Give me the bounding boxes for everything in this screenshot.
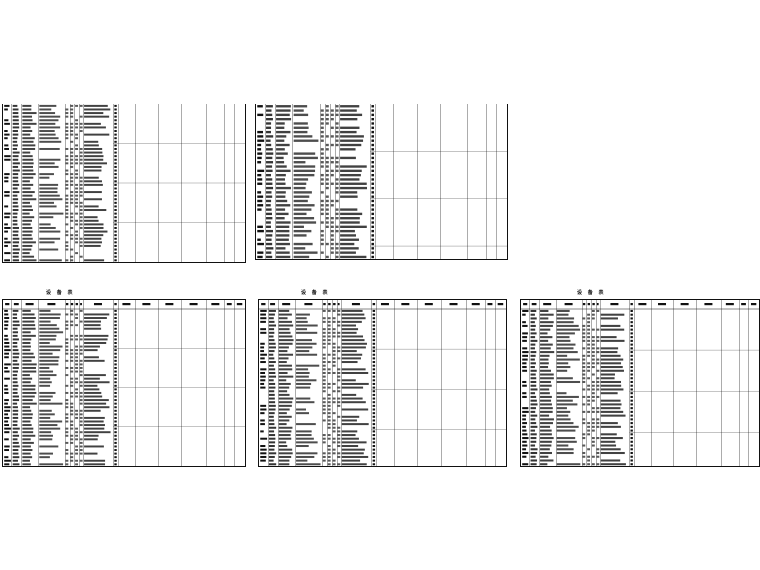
cell-text-marks: [4, 104, 117, 262]
grid-lines: [265, 104, 497, 259]
equipment-table-sheet-3: [2, 299, 246, 467]
cell-text-marks: [4, 309, 117, 466]
header-labels: [261, 303, 504, 306]
table-grid: [3, 300, 245, 466]
table-grid: [521, 300, 759, 466]
table-grid: [257, 104, 507, 259]
sheet-title: 设 备 表: [577, 290, 606, 296]
row-lines: [629, 349, 759, 433]
grid-lines: [521, 300, 759, 466]
grid-lines: [3, 300, 245, 466]
table-grid: [259, 300, 506, 466]
row-lines: [371, 349, 506, 430]
row-lines: [113, 143, 245, 223]
equipment-table-sheet-4: [258, 299, 507, 467]
cell-text-marks: [257, 105, 374, 259]
sheet-title: 设 备 表: [46, 290, 75, 296]
header-labels: [523, 303, 757, 306]
equipment-table-sheet-5: [520, 299, 760, 467]
table-grid: [4, 104, 245, 262]
row-lines: [370, 151, 507, 247]
row-lines: [113, 348, 245, 427]
cell-text-marks: [260, 309, 376, 466]
cell-text-marks: [522, 309, 633, 466]
header-labels: [5, 303, 243, 306]
grid-lines: [259, 300, 506, 466]
equipment-table-sheet-1: [2, 104, 246, 263]
sheet-title: 设 备 表: [301, 290, 330, 296]
equipment-table-sheet-2: [255, 104, 508, 260]
